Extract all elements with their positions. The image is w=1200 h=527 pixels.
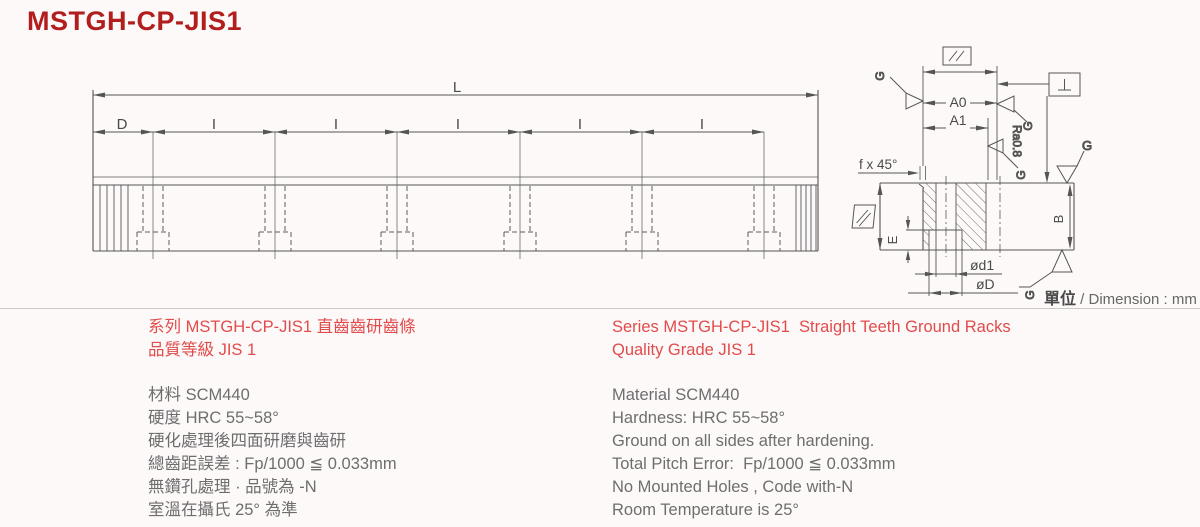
label-Ra: Ra0.8 xyxy=(1010,125,1024,157)
grinding-G-label: G xyxy=(873,71,887,80)
dimension-chain-D-I: D I I I I I xyxy=(93,116,764,135)
specs-english: Series MSTGH-CP-JIS1 Straight Teeth Grou… xyxy=(612,316,1172,522)
specs-chinese: 系列 MSTGH-CP-JIS1 直齒齒研齒條 品質等級 JIS 1 材料 SC… xyxy=(148,316,598,522)
label-I: I xyxy=(700,116,704,133)
rack-side-view xyxy=(92,90,819,252)
dimension-A1: A1 xyxy=(923,112,988,131)
series-heading-cjk: 系列 MSTGH-CP-JIS1 直齒齒研齒條 xyxy=(148,318,416,336)
chamfer-callout: f x 45° xyxy=(858,157,919,176)
unit-note-en: / Dimension : mm xyxy=(1076,291,1197,308)
teeth-marks-right xyxy=(795,185,817,251)
grinding-G-label: G xyxy=(1021,121,1035,130)
label-A0: A0 xyxy=(949,94,966,110)
parallelism-icon xyxy=(851,204,877,229)
label-B: B xyxy=(1051,215,1066,224)
label-L: L xyxy=(453,79,461,96)
spec-no-holes-en: No Mounted Holes , Code with-N xyxy=(612,478,854,496)
rack-section-view xyxy=(879,66,1075,296)
spec-grinding-en: Ground on all sides after hardening. xyxy=(612,432,875,450)
spec-room-temp-en: Room Temperature is 25° xyxy=(612,501,799,519)
label-Dbig: øD xyxy=(976,276,995,292)
spec-grinding-cjk: 硬化處理後四面研磨與齒研 xyxy=(148,432,346,450)
spec-hardness-en: Hardness: HRC 55~58° xyxy=(612,409,786,427)
dimension-A0: A0 xyxy=(923,94,997,110)
dimension-B: B xyxy=(1051,184,1073,249)
technical-drawing: L D I I I I I xyxy=(92,46,1093,300)
spec-room-temp-cjk: 室溫在攝氏 25° 為準 xyxy=(148,501,298,519)
surface-finish-flag-left: G xyxy=(873,71,925,110)
teeth-marks-left xyxy=(99,185,129,251)
surface-finish-flag-bottom-face: G xyxy=(1019,248,1073,300)
surface-finish-flag-right: G xyxy=(995,95,1036,131)
spec-pitch-error-cjk: 總齒距誤差 : Fp/1000 ≦ 0.033mm xyxy=(148,455,397,473)
perpendicularity-callout xyxy=(997,72,1081,183)
grade-heading-cjk: 品質等級 JIS 1 xyxy=(148,341,257,359)
label-I: I xyxy=(334,116,338,133)
dimension-left-height xyxy=(851,183,883,250)
dimension-Dbig: øD xyxy=(908,276,1018,296)
spec-material-en: Material SCM440 xyxy=(612,386,740,404)
label-D: D xyxy=(117,116,128,133)
label-E: E xyxy=(885,235,900,244)
surface-finish-flag-ra: Ra0.8 G xyxy=(986,125,1029,180)
section-divider xyxy=(0,308,1200,309)
dimension-L: L xyxy=(93,79,818,98)
dimension-d1: ød1 xyxy=(915,257,1002,277)
spec-no-holes-cjk: 無鑽孔處理 · 品號為 -N xyxy=(148,478,317,496)
label-I: I xyxy=(578,116,582,133)
page-title: MSTGH-CP-JIS1 xyxy=(27,6,243,36)
spec-hardness-cjk: 硬度 HRC 55~58° xyxy=(148,409,279,427)
spec-pitch-error-en: Total Pitch Error: Fp/1000 ≦ 0.033mm xyxy=(612,455,896,473)
series-heading-en: Series MSTGH-CP-JIS1 Straight Teeth Grou… xyxy=(612,318,1011,336)
label-chamfer: f x 45° xyxy=(859,157,897,172)
label-I: I xyxy=(456,116,460,133)
grinding-G-label: G xyxy=(1014,170,1028,179)
grinding-G-label: G xyxy=(1023,290,1037,299)
dimension-E: E xyxy=(885,216,929,263)
label-A1: A1 xyxy=(949,112,966,128)
label-d1: ød1 xyxy=(970,257,994,273)
spec-material-cjk: 材料 SCM440 xyxy=(148,386,250,404)
label-I: I xyxy=(212,116,216,133)
grinding-G-label: G xyxy=(1082,138,1092,153)
chamfer-line xyxy=(918,183,925,189)
surface-finish-flag-top-face: G xyxy=(1056,138,1093,184)
grade-heading-en: Quality Grade JIS 1 xyxy=(612,341,756,359)
unit-note: 單位 / Dimension : mm xyxy=(1044,285,1197,309)
unit-note-cjk: 單位 xyxy=(1044,291,1077,308)
parallelism-icon xyxy=(942,46,972,66)
dimension-top-parallel xyxy=(923,46,997,75)
